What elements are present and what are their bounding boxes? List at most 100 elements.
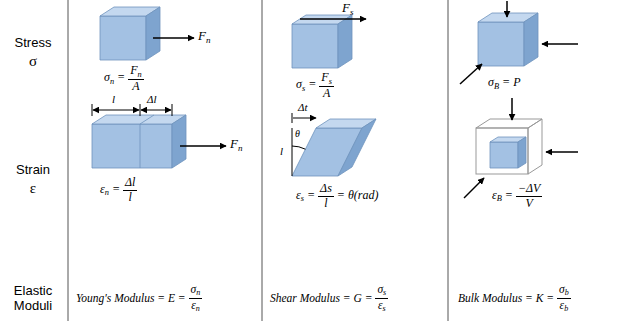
stress-formula: A <box>132 79 139 93</box>
stress-formula-subscript: n <box>110 77 114 86</box>
force-label-subscript: s <box>350 7 354 17</box>
row-heading: Stress <box>15 35 52 50</box>
row-symbol-group: σ <box>0 53 66 70</box>
fraction: −ΔVV <box>516 182 542 211</box>
row-heading: Strain <box>16 162 50 177</box>
angle-arc <box>292 146 305 149</box>
row-symbol: ε <box>30 180 36 196</box>
modulus-formula-group: Bulk Modulus = K =σbεb <box>458 283 571 313</box>
fraction: Δsl <box>318 182 334 211</box>
pressure-arrow <box>460 64 482 84</box>
cube-side <box>172 115 186 168</box>
formula-run: σ <box>29 53 37 70</box>
numerator: σn <box>189 283 203 299</box>
stress-formula: P <box>513 75 520 89</box>
column-divider <box>68 0 69 321</box>
formula-run: Young's Modulus = E = <box>76 292 186 305</box>
original-volume-outline <box>476 119 542 128</box>
dimension-arrow <box>93 110 139 111</box>
dimension-label: Δt <box>298 101 308 113</box>
formula-run: Stress <box>15 36 52 51</box>
dimension-label-group: Δl <box>147 93 157 106</box>
cube-front <box>292 24 338 68</box>
dimension-tick <box>92 104 93 116</box>
cube-front <box>490 142 518 168</box>
dimension-tick <box>140 104 141 116</box>
modulus-formula-subscript: n <box>196 304 200 313</box>
modulus-formula: ε <box>378 299 383 311</box>
numerator: Δl <box>123 176 137 191</box>
denominator: A <box>321 87 332 101</box>
strain-formula: ε <box>296 188 301 202</box>
cube-front <box>92 124 172 168</box>
formula-run: Δt <box>298 101 308 114</box>
formula-run: =θ(rad) <box>337 189 379 203</box>
strain-formula: l <box>129 190 132 204</box>
strain-formula: θ(rad) <box>348 188 379 202</box>
cube-side <box>338 15 352 68</box>
force-label: F <box>198 28 206 43</box>
modulus-formula: ε <box>560 299 565 311</box>
strain-formula: = <box>112 182 120 196</box>
row-heading-group: Stress <box>0 36 66 51</box>
fraction: FsA <box>319 71 334 101</box>
stress-formula: A <box>323 86 330 100</box>
formula-run: σB=P <box>488 76 521 91</box>
modulus-formula-subscript: b <box>564 304 568 313</box>
force-label-group: Fn <box>198 29 211 45</box>
dimension-tick <box>292 113 293 123</box>
force-arrow <box>180 145 226 147</box>
modulus-formula: Young's Modulus = E = <box>76 292 186 304</box>
strain-formula-subscript: B <box>497 194 502 203</box>
original-volume-outline <box>476 128 528 174</box>
formula-run: Fn <box>230 137 243 153</box>
stress-formula-subscript: n <box>138 70 142 79</box>
force-arrow <box>300 18 366 20</box>
formula-run: Shear Modulus = G = <box>270 292 372 305</box>
fraction: FnA <box>128 64 144 94</box>
denominator: l <box>127 191 134 205</box>
stress-formula-subscript: s <box>302 84 305 93</box>
row-heading-group: Elastic Moduli <box>4 284 62 314</box>
stress-formula: σ <box>296 77 302 91</box>
modulus-formula: Shear Modulus = G = <box>270 292 372 304</box>
stress-formula-subscript: s <box>329 77 332 86</box>
strain-formula: = <box>307 188 315 202</box>
modulus-formula-group: Young's Modulus = E =σnεn <box>76 283 202 313</box>
dimension-label: l <box>280 145 283 157</box>
denominator: εb <box>558 299 571 314</box>
strain-formula-group: εn=Δll <box>100 176 137 205</box>
stress-formula-group: σs=FsA <box>296 71 334 101</box>
stress-formula: F <box>130 63 137 77</box>
cube-partition <box>140 124 141 168</box>
reference-edge <box>292 128 293 176</box>
denominator: εn <box>189 299 202 314</box>
angle-label-group: θ <box>295 128 300 140</box>
numerator: Fn <box>128 64 144 80</box>
row-symbol: σ <box>29 53 37 69</box>
denominator: A <box>130 80 141 94</box>
fraction: σbεb <box>557 283 571 313</box>
formula-run: Fn <box>198 29 211 45</box>
strain-formula: ε <box>100 182 105 196</box>
denominator: V <box>524 197 535 211</box>
formula-run: σs= <box>296 78 316 93</box>
stress-formula: F <box>321 70 328 84</box>
modulus-formula: σ <box>559 283 565 295</box>
stress-formula-subscript: B <box>494 82 499 91</box>
formula-run: l <box>280 145 283 158</box>
dimension-label-group: l <box>112 93 115 106</box>
force-arrow <box>153 37 194 39</box>
stress-formula: σ <box>488 75 494 89</box>
force-label: F <box>342 0 350 15</box>
dimension-label: Δl <box>147 93 157 105</box>
modulus-formula-subscript: n <box>196 288 200 297</box>
pressure-arrow <box>542 43 578 45</box>
force-label-group: Fn <box>230 137 243 153</box>
strain-formula: = <box>505 188 513 202</box>
pressure-arrow <box>506 1 508 17</box>
stress-formula: = <box>502 75 510 89</box>
modulus-formula: ε <box>191 299 196 311</box>
pressure-arrow <box>511 98 513 120</box>
numerator: Δs <box>318 182 334 197</box>
